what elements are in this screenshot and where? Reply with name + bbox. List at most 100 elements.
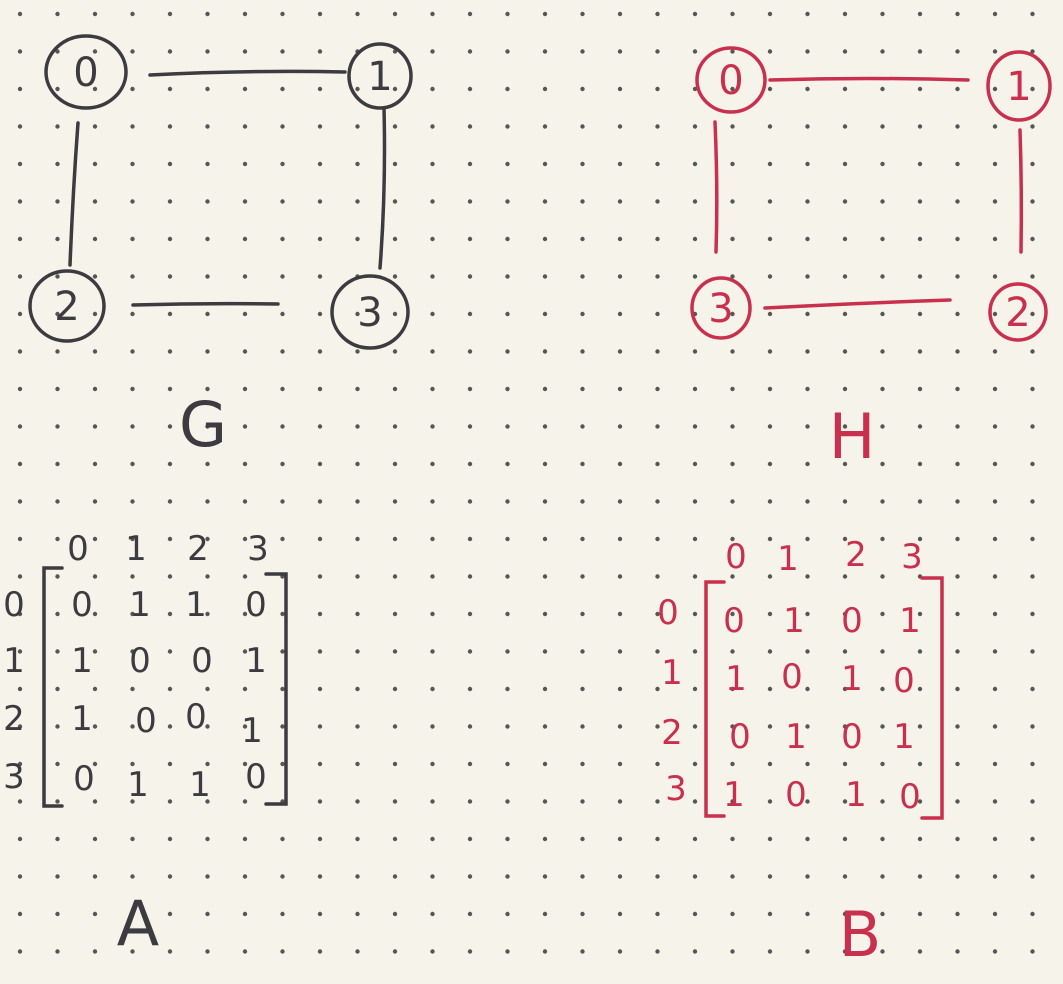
grid-dot <box>17 349 23 354</box>
grid-dot <box>92 724 98 729</box>
grid-dot <box>617 11 623 17</box>
grid-dot <box>205 574 210 579</box>
matrix-row-header: 2 <box>661 713 683 753</box>
grid-dot <box>467 724 473 729</box>
grid-dot <box>767 836 773 842</box>
grid-dot <box>392 799 398 804</box>
grid-dot <box>92 386 98 392</box>
grid-dot <box>842 274 848 279</box>
matrix-row-header: 0 <box>3 585 25 625</box>
graph-h-caption: H <box>829 400 876 473</box>
grid-dot <box>55 611 60 617</box>
grid-dot <box>317 236 323 242</box>
grid-dot <box>730 724 735 729</box>
grid-dot <box>842 761 848 767</box>
grid-dot <box>955 799 960 804</box>
grid-dot <box>617 911 623 917</box>
grid-dot <box>580 236 585 242</box>
grid-dot <box>205 949 210 954</box>
grid-dot <box>1030 761 1035 767</box>
grid-dot <box>205 199 210 204</box>
grid-dot <box>430 424 435 429</box>
grid-dot <box>542 949 548 954</box>
grid-dot <box>880 761 885 767</box>
grid-dot <box>955 611 960 617</box>
grid-dot <box>880 349 885 354</box>
grid-dot <box>992 236 998 242</box>
grid-dot <box>467 499 473 504</box>
grid-dot <box>392 161 398 167</box>
grid-dot <box>617 799 623 804</box>
grid-dot <box>917 11 923 17</box>
grid-dot <box>205 649 210 654</box>
matrix-cell: 1 <box>245 641 267 681</box>
grid-dot <box>917 311 923 317</box>
node-circle <box>44 34 128 110</box>
grid-dot <box>617 724 623 729</box>
grid-dot <box>880 86 885 92</box>
grid-dot <box>842 686 848 692</box>
grid-dot <box>430 836 435 842</box>
grid-dot <box>542 836 548 842</box>
grid-dot <box>655 461 660 467</box>
grid-dot <box>355 461 360 467</box>
grid-dot <box>317 724 323 729</box>
grid-dot <box>617 574 623 579</box>
grid-dot <box>205 461 210 467</box>
matrix-col-header: 2 <box>845 535 867 575</box>
grid-dot <box>167 536 173 542</box>
grid-dot <box>205 274 210 279</box>
grid-dot <box>692 724 698 729</box>
grid-dot <box>580 761 585 767</box>
grid-dot <box>1030 874 1035 879</box>
grid-dot <box>505 499 510 504</box>
grid-dot <box>205 311 210 317</box>
grid-dot <box>242 11 248 17</box>
grid-dot <box>692 11 698 17</box>
grid-dot <box>917 836 923 842</box>
grid-dot <box>92 761 98 767</box>
grid-dot <box>392 11 398 17</box>
grid-dot <box>92 161 98 167</box>
grid-dot <box>430 386 435 392</box>
grid-dot <box>280 49 285 54</box>
grid-dot <box>317 874 323 879</box>
grid-dot <box>55 499 60 504</box>
grid-dot <box>542 911 548 917</box>
grid-dot <box>430 574 435 579</box>
grid-dot <box>617 311 623 317</box>
grid-dot <box>692 499 698 504</box>
grid-dot <box>430 761 435 767</box>
grid-dot <box>992 911 998 917</box>
grid-dot <box>505 574 510 579</box>
grid-dot <box>955 949 960 954</box>
grid-dot <box>1030 124 1035 129</box>
grid-dot <box>355 649 360 654</box>
grid-dot <box>392 274 398 279</box>
grid-dot <box>205 349 210 354</box>
grid-dot <box>467 49 473 54</box>
grid-dot <box>842 874 848 879</box>
grid-dot <box>280 424 285 429</box>
grid-dot <box>917 349 923 354</box>
grid-dot <box>992 49 998 54</box>
grid-dot <box>730 799 735 804</box>
grid-dot <box>880 11 885 17</box>
grid-dot <box>17 874 23 879</box>
grid-dot <box>955 386 960 392</box>
matrix-row-header: 2 <box>3 699 25 739</box>
grid-dot <box>692 836 698 842</box>
grid-dot <box>92 86 98 92</box>
grid-dot <box>392 649 398 654</box>
grid-dot <box>992 649 998 654</box>
matrix-col-header: 2 <box>187 529 209 569</box>
grid-dot <box>205 49 210 54</box>
matrix-col-header: 0 <box>67 529 89 569</box>
grid-dot <box>392 836 398 842</box>
grid-dot <box>767 499 773 504</box>
grid-dot <box>1030 499 1035 504</box>
grid-dot <box>655 611 660 617</box>
grid-dot <box>130 874 135 879</box>
grid-dot <box>130 461 135 467</box>
grid-dot <box>317 649 323 654</box>
